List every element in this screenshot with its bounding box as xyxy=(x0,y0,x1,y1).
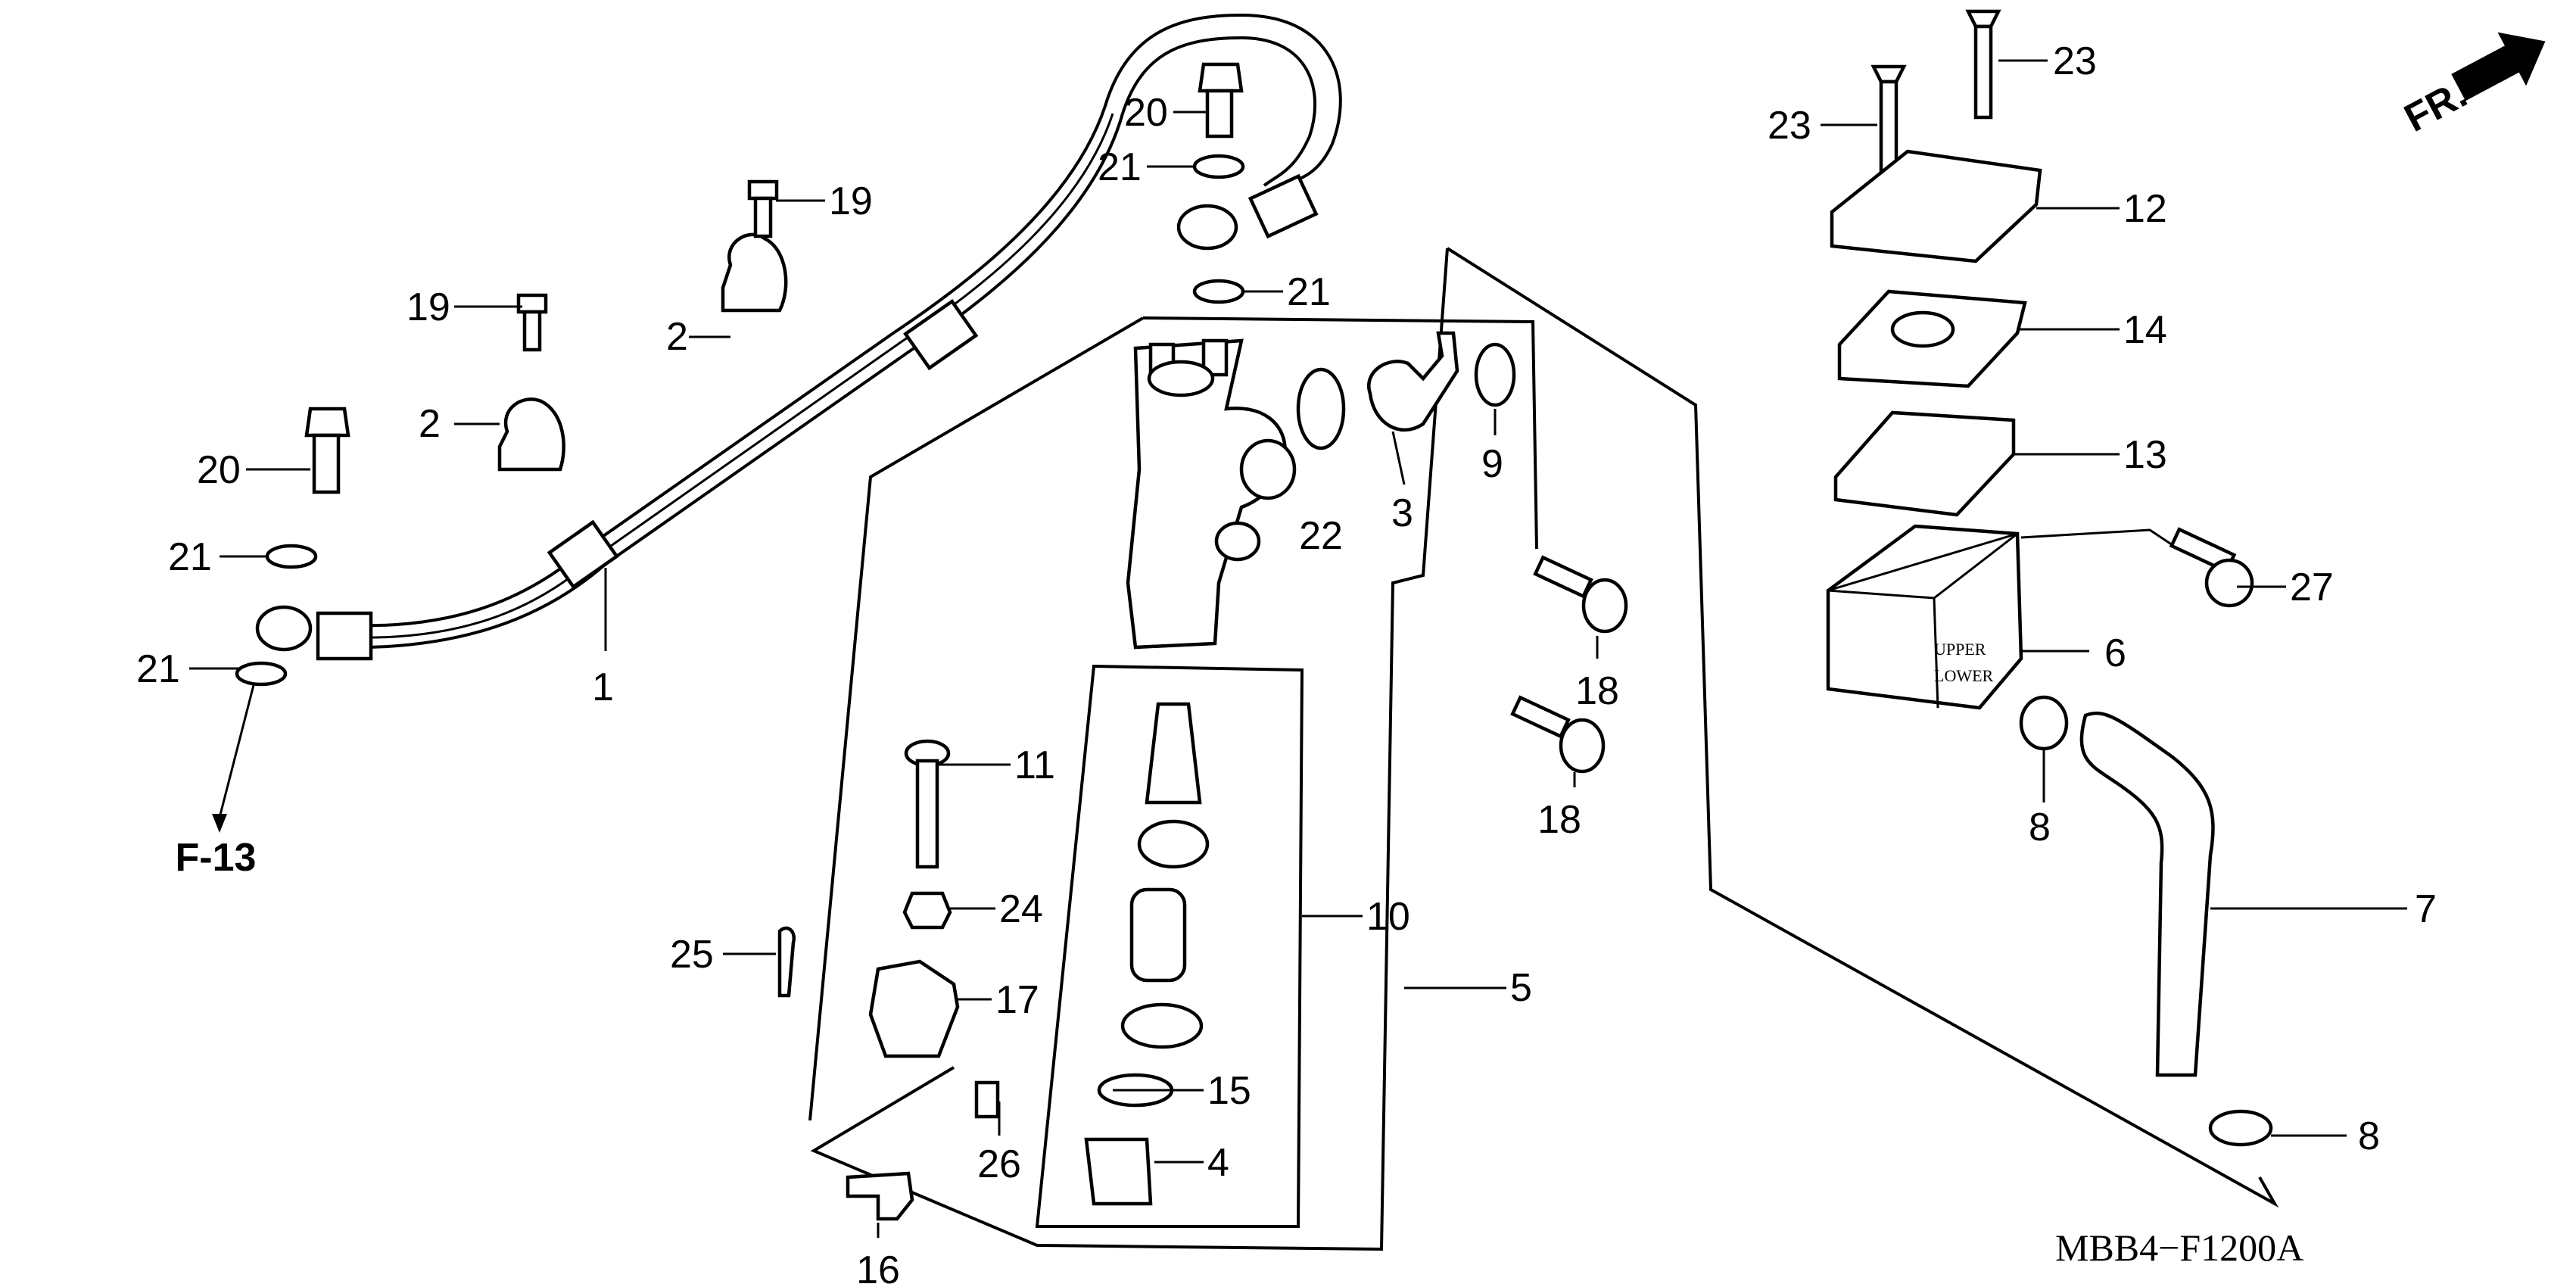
screw-23-left xyxy=(1870,64,1907,175)
label-part-10: 10 xyxy=(1366,895,1410,939)
label-part-18-upper: 18 xyxy=(1575,669,1619,713)
label-part-26: 26 xyxy=(977,1142,1021,1186)
master-cylinder-body xyxy=(1126,338,1297,650)
label-part-8-lower: 8 xyxy=(2358,1114,2380,1158)
hose-clamp-upper xyxy=(721,232,788,313)
label-part-19-upper: 19 xyxy=(829,179,873,223)
group-outline-left xyxy=(808,316,1145,1121)
label-part-5: 5 xyxy=(1510,966,1532,1010)
label-part-21-c: 21 xyxy=(1098,145,1142,189)
primary-cup xyxy=(1137,819,1210,869)
banjo-fitting-right xyxy=(1176,204,1238,251)
reservoir-cap-12 xyxy=(1830,149,2042,263)
label-part-12: 12 xyxy=(2123,187,2167,231)
push-rod-11 xyxy=(904,739,951,869)
washer-21-a xyxy=(265,544,318,569)
reservoir-lower-mark: LOWER xyxy=(1934,666,1994,685)
label-part-13: 13 xyxy=(2123,433,2167,477)
front-arrow-icon xyxy=(2451,32,2546,101)
cotter-pin-25 xyxy=(777,926,796,998)
label-part-14: 14 xyxy=(2123,308,2167,352)
diaphragm-13 xyxy=(1833,410,2016,517)
label-part-21-d: 21 xyxy=(1287,270,1331,314)
ref-arrowhead xyxy=(212,814,227,833)
circlip-9 xyxy=(1474,342,1516,407)
piston xyxy=(1129,887,1187,983)
ref-label: F-13 xyxy=(176,836,257,880)
bolt-20-right xyxy=(1198,62,1244,139)
front-direction-marker: FR. xyxy=(2397,32,2546,141)
label-part-4: 4 xyxy=(1207,1141,1229,1185)
label-part-21-b: 21 xyxy=(136,647,180,691)
washer-21-b xyxy=(235,661,288,687)
lock-nut-24 xyxy=(902,891,952,930)
push-rod-joint-17 xyxy=(868,959,960,1058)
reservoir-6 xyxy=(1826,524,2023,710)
label-part-11: 11 xyxy=(1014,743,1055,787)
banjo-fitting-left xyxy=(255,605,313,652)
leader-lines xyxy=(189,59,2407,1238)
label-part-24: 24 xyxy=(999,887,1043,931)
label-part-17: 17 xyxy=(995,978,1039,1022)
label-part-3: 3 xyxy=(1391,491,1413,535)
label-part-7: 7 xyxy=(2415,887,2437,931)
washer-21-d xyxy=(1192,279,1245,304)
hose-sleeve-2 xyxy=(903,298,979,371)
label-part-6: 6 xyxy=(2104,631,2126,675)
group-outline-5-left xyxy=(810,248,1449,1251)
joint-3 xyxy=(1367,331,1459,432)
bolt-19-lower xyxy=(516,293,548,352)
label-part-27: 27 xyxy=(2290,566,2334,609)
label-part-9: 9 xyxy=(1481,442,1503,486)
o-ring-22 xyxy=(1296,367,1346,450)
bolt-18-upper xyxy=(1533,555,1628,634)
clip-16 xyxy=(846,1171,914,1221)
hose-clip-8-upper xyxy=(2019,695,2069,751)
hose-clip-8-lower xyxy=(2208,1109,2273,1147)
brake-hose xyxy=(255,13,1342,661)
label-part-2-lower: 2 xyxy=(419,402,441,446)
spring xyxy=(1145,702,1202,805)
washer-21-c xyxy=(1192,154,1245,179)
label-part-22: 22 xyxy=(1299,514,1343,558)
group-outline-10 xyxy=(1035,664,1304,1228)
label-part-21-a: 21 xyxy=(168,535,212,579)
label-part-19-lower: 19 xyxy=(406,285,450,329)
label-part-18-lower: 18 xyxy=(1537,798,1581,842)
label-part-15: 15 xyxy=(1207,1069,1251,1113)
label-part-8-upper: 8 xyxy=(2029,806,2051,849)
label-part-20-right: 20 xyxy=(1124,91,1168,135)
reservoir-hose-7 xyxy=(2079,711,2215,1077)
label-part-23-left: 23 xyxy=(1768,104,1811,148)
label-part-2-upper: 2 xyxy=(666,315,688,359)
secondary-cup xyxy=(1120,1002,1204,1049)
reservoir-upper-mark: UPPER xyxy=(1934,640,1986,659)
bolt-19-upper xyxy=(747,179,779,238)
label-part-20-left: 20 xyxy=(197,448,241,492)
bolt-20-left xyxy=(304,407,350,494)
screw-23-right xyxy=(1965,9,2001,120)
hose-sleeve-1 xyxy=(547,519,619,590)
bolt-27 xyxy=(2169,527,2254,608)
group-outline-5 xyxy=(1446,247,2279,1208)
label-part-1: 1 xyxy=(592,665,614,709)
label-part-25: 25 xyxy=(670,933,714,977)
joint-pin-26 xyxy=(974,1080,1000,1119)
diagram-code: MBB4−F1200A xyxy=(2055,1226,2303,1269)
label-part-16: 16 xyxy=(856,1248,900,1287)
label-part-23-right: 23 xyxy=(2053,39,2097,83)
hose-clamp-lower xyxy=(497,397,565,472)
bolt-18-lower xyxy=(1510,695,1606,774)
group-outline-main xyxy=(1142,316,1538,550)
boot-4 xyxy=(1084,1137,1153,1206)
